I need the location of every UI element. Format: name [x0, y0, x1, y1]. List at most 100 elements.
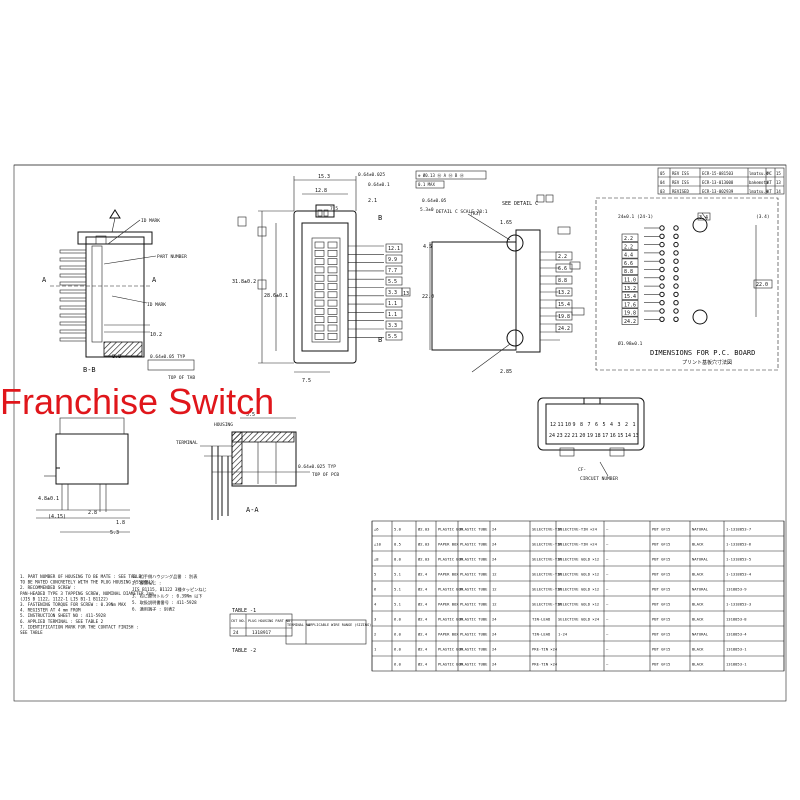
side-pitch-label: 2.2	[558, 254, 567, 260]
parts-cell: 6.0	[394, 617, 402, 622]
parts-cell: PLASTIC TUBE	[460, 647, 488, 652]
parts-cell: TIN-LEAD	[532, 617, 551, 622]
svg-text:5.3±0: 5.3±0	[420, 207, 434, 213]
aa-housing: HOUSING	[214, 422, 233, 428]
side-pitch-label: 13.2	[558, 290, 570, 296]
pcb-dim-label: 11.0	[624, 278, 636, 284]
note-line: 1. PART NUMBER OF HOUSING TO BE MATE : S…	[20, 574, 141, 579]
rev-cell: 03	[660, 189, 665, 194]
parts-cell: SELECTIVE GOLD ×12	[558, 557, 599, 562]
bb-pin	[59, 321, 87, 326]
front-pitch-label: 12.1	[388, 246, 400, 252]
parts-cell: SELECTIVE-TIN	[532, 602, 562, 607]
bb-pin	[59, 329, 87, 334]
pcb-dim-label: 2.2	[624, 236, 633, 242]
front-cavity	[327, 283, 338, 290]
see-detail-c: SEE DETAIL C	[502, 201, 538, 207]
table1-h0: CKT NO.	[231, 619, 246, 623]
pcb-dim-label: 8.8	[624, 269, 633, 275]
front-cavity	[314, 291, 325, 299]
parts-cell: 1	[374, 647, 377, 652]
side-pitch-label: 8.8	[558, 278, 567, 284]
parts-cell: SELECTIVE GOLD ×12	[558, 602, 599, 607]
parts-cell: 5.0	[394, 527, 402, 532]
parts-cell: 1-24	[558, 632, 568, 637]
parts-cell: —	[606, 617, 609, 622]
parts-cell: PLASTIC TUBE	[460, 617, 488, 622]
front-pitch-label: 3.3	[388, 290, 397, 296]
parts-cell: 24	[492, 527, 497, 532]
front-pitch-box	[385, 243, 403, 253]
front-pitch-box	[385, 309, 403, 319]
table2-h0: TERMINAL NO.	[287, 623, 312, 627]
front-cavity	[314, 283, 325, 290]
face-circuit-top: 5	[603, 422, 606, 428]
table1-h1: PLUG HOUSING PART NO.	[248, 619, 292, 623]
parts-cell: SELECTIVE-TIN ×24	[558, 542, 598, 547]
parts-cell: SELECTIVE-TIN	[532, 587, 562, 592]
bb-pin	[59, 313, 87, 318]
note-line: 3. FASTENING TORQUE FOR SCREW : 0.39Nm M…	[20, 602, 126, 607]
front-cavity	[314, 241, 325, 249]
parts-cell: 8.0	[394, 557, 402, 562]
parts-cell: PLASTIC TUBE	[460, 662, 488, 667]
parts-cell: PLASTIC TUBE	[460, 602, 488, 607]
parts-cell: PBT GF15	[652, 527, 670, 532]
front-cavity	[314, 299, 325, 307]
parts-cell: 1318853-9	[726, 587, 747, 592]
parts-cell: 1-1318853-7	[726, 527, 751, 532]
pcb-hole	[673, 300, 679, 306]
parts-cell: Ø2.4	[418, 587, 428, 592]
bb-pin	[59, 249, 87, 254]
parts-cell: PAPER BOX	[438, 572, 459, 577]
side-pitch-box	[555, 263, 573, 273]
side-pitch-label: 15.4	[558, 302, 570, 308]
parts-cell: △10	[374, 542, 382, 547]
note-line-jp: 2. 推奨ねじ :	[132, 580, 161, 587]
parts-cell: SELECTIVE GOLD ×12	[558, 587, 599, 592]
parts-cell: —	[606, 602, 609, 607]
table2-h1: APPLICABLE WIRE RANGE (SIZING)	[308, 623, 371, 627]
pcb-hole	[659, 308, 665, 314]
pcb-hole	[673, 266, 679, 273]
parts-cell: BLACK	[692, 602, 704, 607]
rev-cell: 15	[776, 171, 781, 176]
front-cavity	[314, 308, 325, 315]
side-pitch-label: 19.8	[558, 314, 570, 320]
aa-dim-pin: 0.64±0.025 TYP	[298, 464, 336, 470]
parts-cell: PLASTIC BOX	[438, 527, 464, 532]
rev-cell: bakemota	[749, 180, 769, 185]
front-cavity	[327, 324, 338, 332]
bb-section-label: B-B	[83, 366, 96, 374]
aa-dim-5-5: 5.5	[246, 412, 255, 418]
svg-text:⊕ Ø0.13 Ⓜ A Ⓜ B Ⓜ: ⊕ Ø0.13 Ⓜ A Ⓜ B Ⓜ	[418, 172, 464, 178]
parts-cell: Ø2.4	[418, 602, 428, 607]
front-pitch-label: 1.1	[388, 301, 397, 307]
svg-text:B: B	[378, 214, 382, 222]
rev-cell: MC	[767, 171, 772, 176]
side-pitch-box	[555, 311, 573, 321]
svg-text:B: B	[378, 336, 382, 344]
rev-cell: 05	[660, 171, 665, 176]
bb-pin	[59, 305, 87, 310]
parts-cell: 6	[374, 587, 377, 592]
pcb-hole	[659, 233, 665, 240]
parts-cell: PAPER BOX	[438, 632, 459, 637]
parts-cell: BLACK	[692, 572, 704, 577]
parts-cell: 24	[492, 557, 497, 562]
pcb-subtitle: プリント基板穴寸法図	[682, 359, 732, 366]
parts-cell: —	[606, 632, 609, 637]
parts-cell: PRE-TIN ×24	[532, 647, 558, 652]
parts-cell: —	[606, 647, 609, 652]
parts-cell: 5.1	[394, 587, 402, 592]
side-pitch-label: 24.2	[558, 326, 570, 332]
parts-cell: —	[606, 572, 609, 577]
pcb-bottom-note: Ø1.98±0.1	[618, 340, 643, 347]
pcb-dim-label: 2.2	[624, 244, 633, 250]
front-cavity	[314, 266, 325, 274]
front-pitch-box	[385, 276, 403, 286]
bb-dim-8-8: 8.8	[112, 354, 121, 360]
pcb-hole	[673, 291, 679, 298]
